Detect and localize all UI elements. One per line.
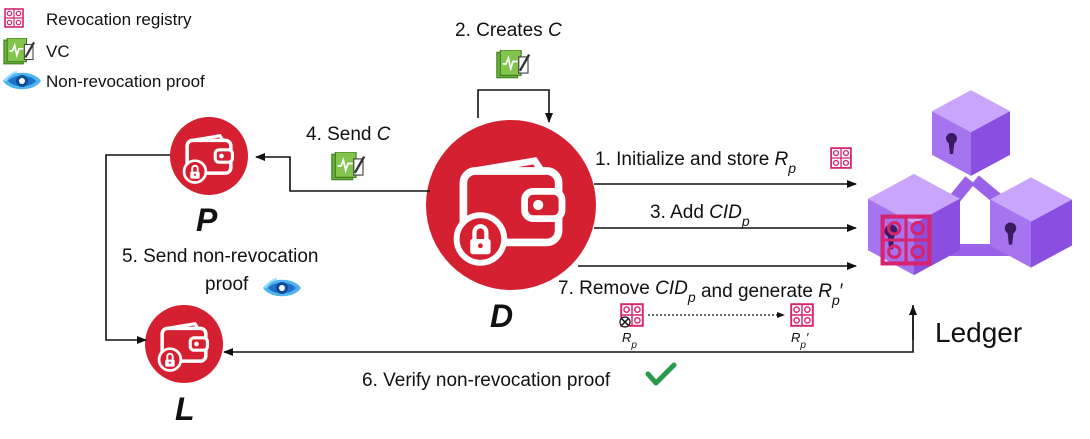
legend-vc-label: VC xyxy=(46,42,70,61)
holder-wallet-icon xyxy=(170,117,248,195)
legend: Revocation registry VC Non-revocation pr… xyxy=(2,8,205,91)
step1-label: 1. Initialize and store Rp xyxy=(595,149,796,176)
step2-arrow xyxy=(477,89,553,123)
check-icon xyxy=(645,362,677,386)
step5-arrow xyxy=(105,154,170,344)
verifier-wallet-icon xyxy=(145,305,223,383)
ledger-registry-icon xyxy=(883,217,930,264)
vc-sent-icon xyxy=(330,152,366,181)
registry-new-label: Rp′ xyxy=(791,330,809,351)
registry-new-icon xyxy=(790,303,814,327)
issuer-label: D xyxy=(490,298,513,334)
registry-old-label: Rp xyxy=(622,330,637,351)
ledger-cluster xyxy=(868,90,1072,276)
step5-label-line1: 5. Send non-revocation xyxy=(122,246,318,267)
ledger-node-top-icon xyxy=(932,90,1010,176)
cross-mark-icon xyxy=(619,316,631,328)
proof-legend-icon xyxy=(2,71,42,91)
step3-label: 3. Add CIDp xyxy=(650,202,750,229)
proof-icon xyxy=(262,278,302,298)
holder-label: P xyxy=(196,202,218,238)
ledger-label: Ledger xyxy=(935,317,1022,348)
registry-legend-icon xyxy=(4,8,24,28)
step6-label: 6. Verify non-revocation proof xyxy=(362,370,611,391)
vc-legend-icon xyxy=(2,38,36,65)
step2-label: 2. Creates C xyxy=(455,20,562,41)
legend-registry-label: Revocation registry xyxy=(46,10,192,29)
verifier-label: L xyxy=(175,391,195,427)
vc-created-icon xyxy=(495,50,531,79)
step7-label: 7. Remove CIDp and generate Rp′ xyxy=(558,278,844,308)
legend-proof-label: Non-revocation proof xyxy=(46,72,205,91)
step4-arrow xyxy=(255,153,430,192)
step5-label-line2: proof xyxy=(205,274,249,295)
registry-store-icon xyxy=(830,147,852,169)
issuer-wallet-icon xyxy=(426,120,596,290)
step4-label: 4. Send C xyxy=(306,124,391,145)
